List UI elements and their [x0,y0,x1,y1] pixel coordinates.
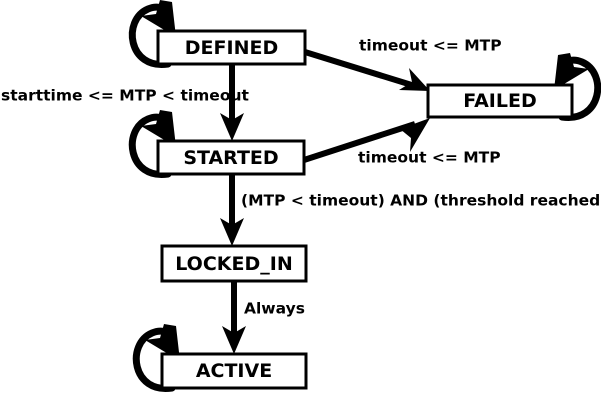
state-label-defined: DEFINED [185,37,278,59]
state-label-active: ACTIVE [196,360,272,382]
edge-started-self-loop [128,110,176,178]
state-box-started[interactable] [156,139,306,176]
arrowhead-started-self [141,110,176,147]
edge-defined-to-started [220,64,244,141]
arrowhead-defined-failed [399,68,430,91]
arrowhead-locked-in-active [222,326,246,354]
state-box-locked-in[interactable] [160,244,308,283]
arrowhead-failed-self [554,53,589,90]
edge-label-threshold-reached: (MTP < timeout) AND (threshold reached) [241,192,601,210]
state-node-active[interactable]: ACTIVE [160,352,308,390]
arrowhead-active-self [145,324,180,361]
edge-defined-to-failed [304,49,430,91]
state-box-failed[interactable] [426,83,574,119]
state-node-started[interactable]: STARTED [156,139,306,176]
arrowhead-started-failed [400,118,430,152]
arrowhead-defined-started [220,113,244,141]
edge-started-to-failed [303,118,430,163]
state-box-defined[interactable] [156,29,307,66]
state-node-failed[interactable]: FAILED [426,83,574,119]
edge-defined-self-loop [128,0,176,68]
state-node-locked-in[interactable]: LOCKED_IN [160,244,308,283]
state-box-active[interactable] [160,352,308,390]
edge-active-self-loop [132,324,180,392]
arrowhead-started-locked-in [220,218,244,246]
edge-failed-self-loop [554,53,601,121]
state-label-started: STARTED [183,147,278,169]
edge-label-always: Always [244,300,305,318]
state-node-defined[interactable]: DEFINED [156,29,307,66]
state-label-locked-in: LOCKED_IN [175,253,292,275]
state-label-failed: FAILED [463,90,536,112]
edge-locked-in-to-active [222,281,246,354]
edge-label-starttime-window: starttime <= MTP < timeout [1,87,250,105]
edge-label-timeout-top: timeout <= MTP [359,37,502,55]
edge-label-timeout-bottom: timeout <= MTP [358,149,501,167]
edge-started-to-locked-in [220,174,244,246]
arrowhead-defined-self [141,0,176,37]
